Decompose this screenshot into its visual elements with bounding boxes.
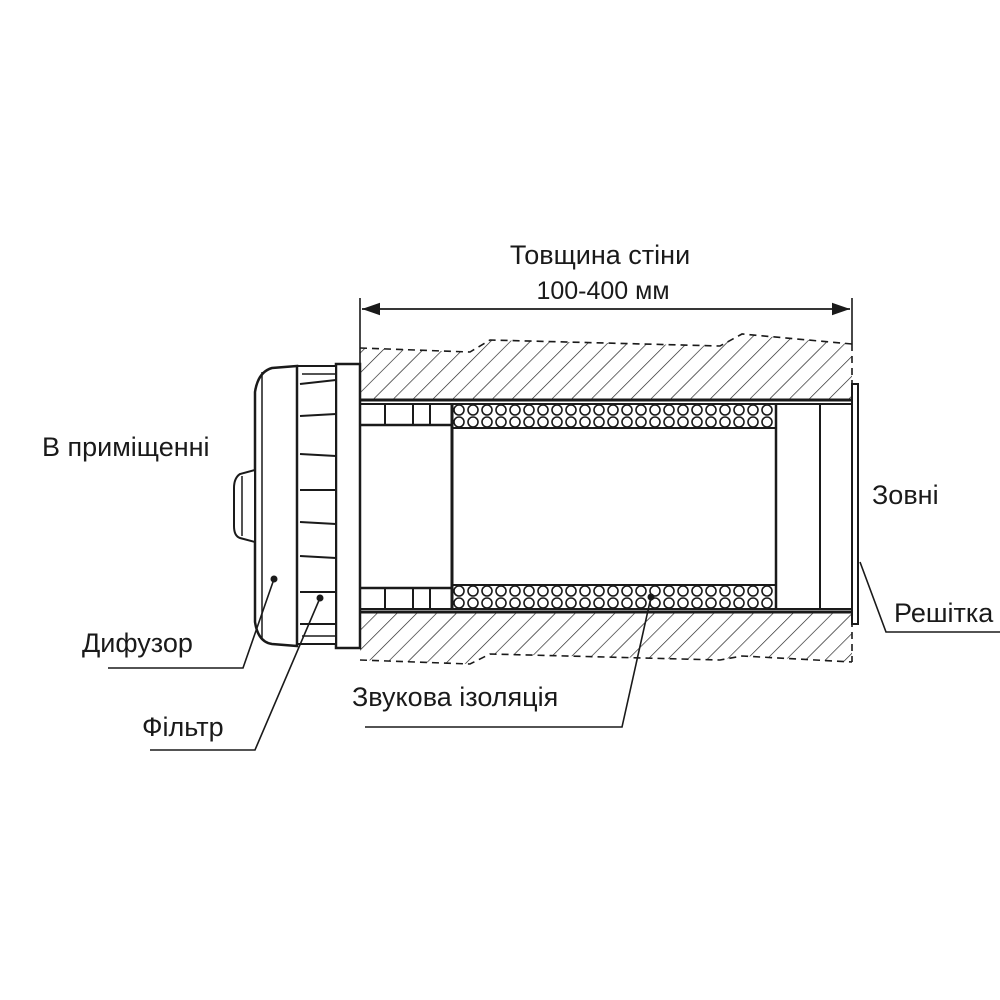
indoors-label: В приміщенні (42, 432, 210, 462)
filter-body (296, 365, 337, 645)
grille (851, 383, 859, 625)
indoor-unit (233, 362, 362, 650)
insulation-top (451, 403, 777, 429)
outdoors-label: Зовні (872, 480, 939, 510)
grille-label: Решітка (894, 598, 994, 628)
leader-lines (108, 561, 1000, 751)
mounting-plate (334, 362, 362, 650)
duct (360, 403, 852, 610)
filter-label: Фільтр (142, 712, 224, 742)
wall-upper (360, 334, 852, 400)
diffuser-label: Дифузор (82, 628, 193, 658)
diffuser-body (253, 364, 299, 648)
wall-thickness-range: 100-400 мм (536, 277, 669, 305)
wall (359, 333, 853, 665)
sound-insulation-label: Звукова ізоляція (352, 682, 558, 712)
wall-thickness-label: Товщина стіни (510, 240, 690, 270)
diffuser-knob (233, 468, 256, 544)
wall-lower (360, 612, 852, 664)
wall-thickness-dimension (359, 298, 853, 400)
insulation-bottom (451, 584, 777, 610)
